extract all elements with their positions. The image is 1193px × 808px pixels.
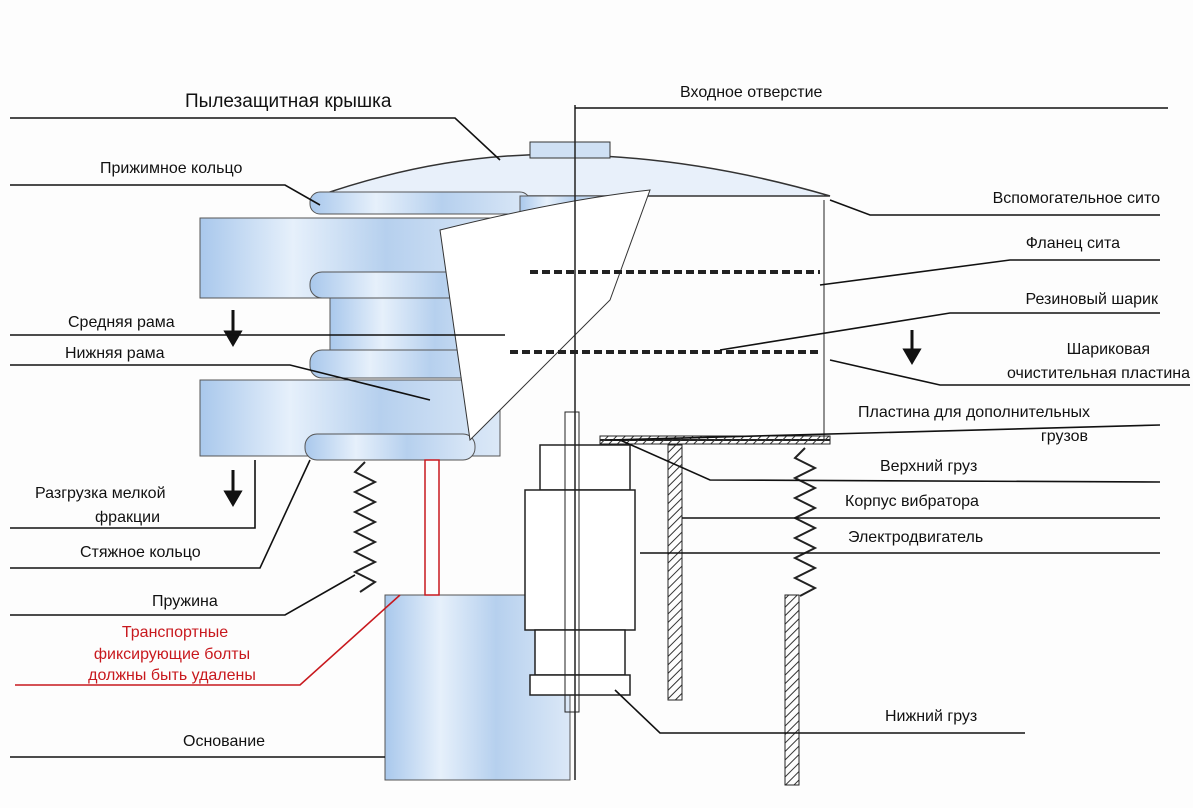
label-fine-discharge-1: Разгрузка мелкой <box>35 485 166 502</box>
label-base: Основание <box>183 733 265 750</box>
label-ball-plate-1: Шариковая <box>1067 341 1150 358</box>
label-fine-discharge-2: фракции <box>95 509 160 526</box>
down-arrow-icon <box>223 310 243 347</box>
weight-plate <box>599 435 831 445</box>
label-inlet: Входное отверстие <box>680 84 823 101</box>
label-weight-plate-1: Пластина для дополнительных <box>858 404 1090 421</box>
label-lower-frame: Нижняя рама <box>65 345 165 362</box>
inlet-neck <box>529 141 611 159</box>
vibrator-housing <box>667 444 683 701</box>
lower-weight <box>529 674 631 696</box>
label-middle-frame: Средняя рама <box>68 314 175 331</box>
machine <box>199 105 922 786</box>
label-rubber-ball: Резиновый шарик <box>1026 291 1159 308</box>
label-lower-weight: Нижний груз <box>885 708 977 725</box>
label-aux-screen: Вспомогательное сито <box>993 190 1161 207</box>
label-motor: Электродвигатель <box>848 529 983 546</box>
motor-body <box>524 489 636 631</box>
warning-line-3: должны быть удалены <box>88 667 256 684</box>
transport-bolt <box>424 459 440 596</box>
dust-cover <box>317 153 831 197</box>
label-weight-plate-2: грузов <box>1041 428 1088 445</box>
label-screen-flange: Фланец сита <box>1026 235 1120 252</box>
leader-lines <box>10 107 1190 758</box>
label-upper-weight: Верхний груз <box>880 458 977 475</box>
warning-line-2: фиксирующие болты <box>94 646 250 663</box>
upper-weight <box>539 444 631 491</box>
label-dust-cover: Пылезащитная крышка <box>185 91 392 112</box>
warning-line-1: Транспортные <box>122 624 228 641</box>
label-spring: Пружина <box>152 593 218 610</box>
label-clamp-ring: Прижимное кольцо <box>100 160 242 177</box>
spring-right <box>792 447 818 597</box>
spring-left <box>352 461 378 593</box>
label-vibrator-body: Корпус вибратора <box>845 493 979 510</box>
label-ball-plate-2: очистительная пластина <box>1007 365 1190 382</box>
down-arrow-icon <box>223 470 243 507</box>
down-arrow-icon <box>902 330 922 365</box>
label-tie-ring: Стяжное кольцо <box>80 544 201 561</box>
